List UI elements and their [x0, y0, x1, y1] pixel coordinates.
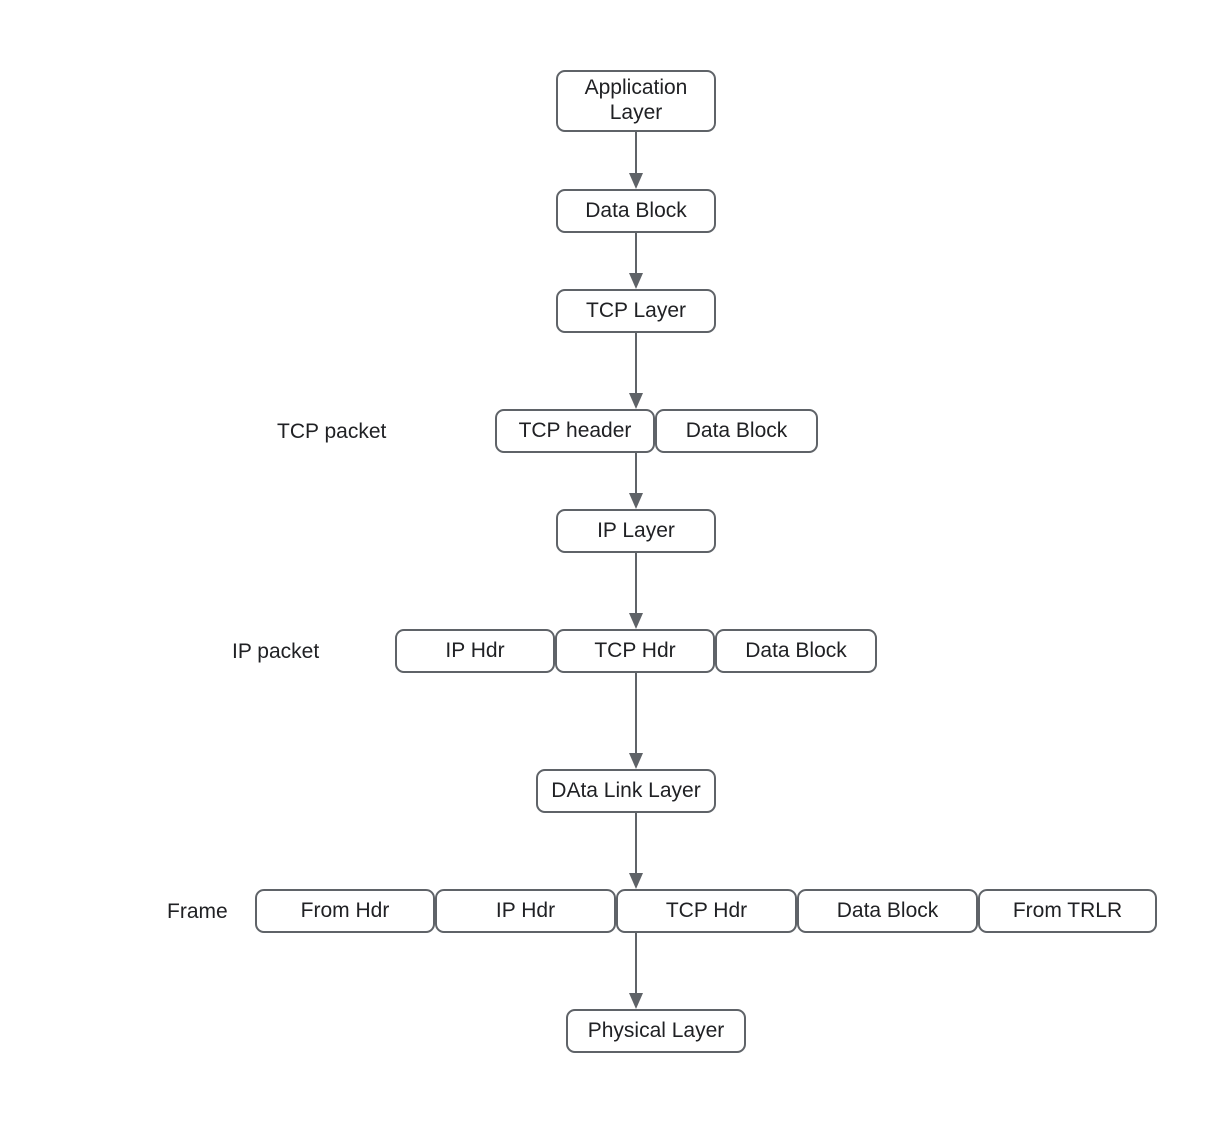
packet-cell-frame-ip-hdr-cell: IP Hdr [435, 889, 616, 933]
row-label-frame-row: Frame [167, 899, 228, 923]
packet-cell-tcp-header-cell: TCP header [495, 409, 655, 453]
node-data-block-1: Data Block [556, 189, 716, 233]
packet-cell-frame-from-trlr-cell: From TRLR [978, 889, 1157, 933]
packet-cell-frame-from-hdr-cell: From Hdr [255, 889, 435, 933]
packet-cell-tcp-data-block-cell: Data Block [655, 409, 818, 453]
node-data-link-layer: DAta Link Layer [536, 769, 716, 813]
node-physical-layer: Physical Layer [566, 1009, 746, 1053]
node-application-layer: Application Layer [556, 70, 716, 132]
packet-cell-frame-tcp-hdr-cell: TCP Hdr [616, 889, 797, 933]
row-label-tcp-packet-row: TCP packet [277, 419, 387, 443]
packet-cell-ip-data-block-cell: Data Block [715, 629, 877, 673]
connector-arrow-dll-to-frame [629, 813, 643, 889]
packet-cell-ip-hdr-cell: IP Hdr [395, 629, 555, 673]
packet-cell-frame-data-block-cell: Data Block [797, 889, 978, 933]
packet-cell-ip-tcp-hdr-cell: TCP Hdr [555, 629, 715, 673]
row-label-ip-packet-row: IP packet [232, 639, 320, 663]
connector-arrow-tcp-to-tcppacket [629, 333, 643, 409]
node-ip-layer: IP Layer [556, 509, 716, 553]
connector-arrow-data-to-tcp [629, 233, 643, 289]
connector-arrow-app-to-data [629, 132, 643, 189]
connector-arrow-ippacket-to-dll [629, 673, 643, 769]
connector-arrow-frame-to-physical [629, 933, 643, 1009]
connector-arrow-tcppacket-to-ip [629, 453, 643, 509]
connector-arrow-ip-to-ippacket [629, 553, 643, 629]
node-tcp-layer: TCP Layer [556, 289, 716, 333]
